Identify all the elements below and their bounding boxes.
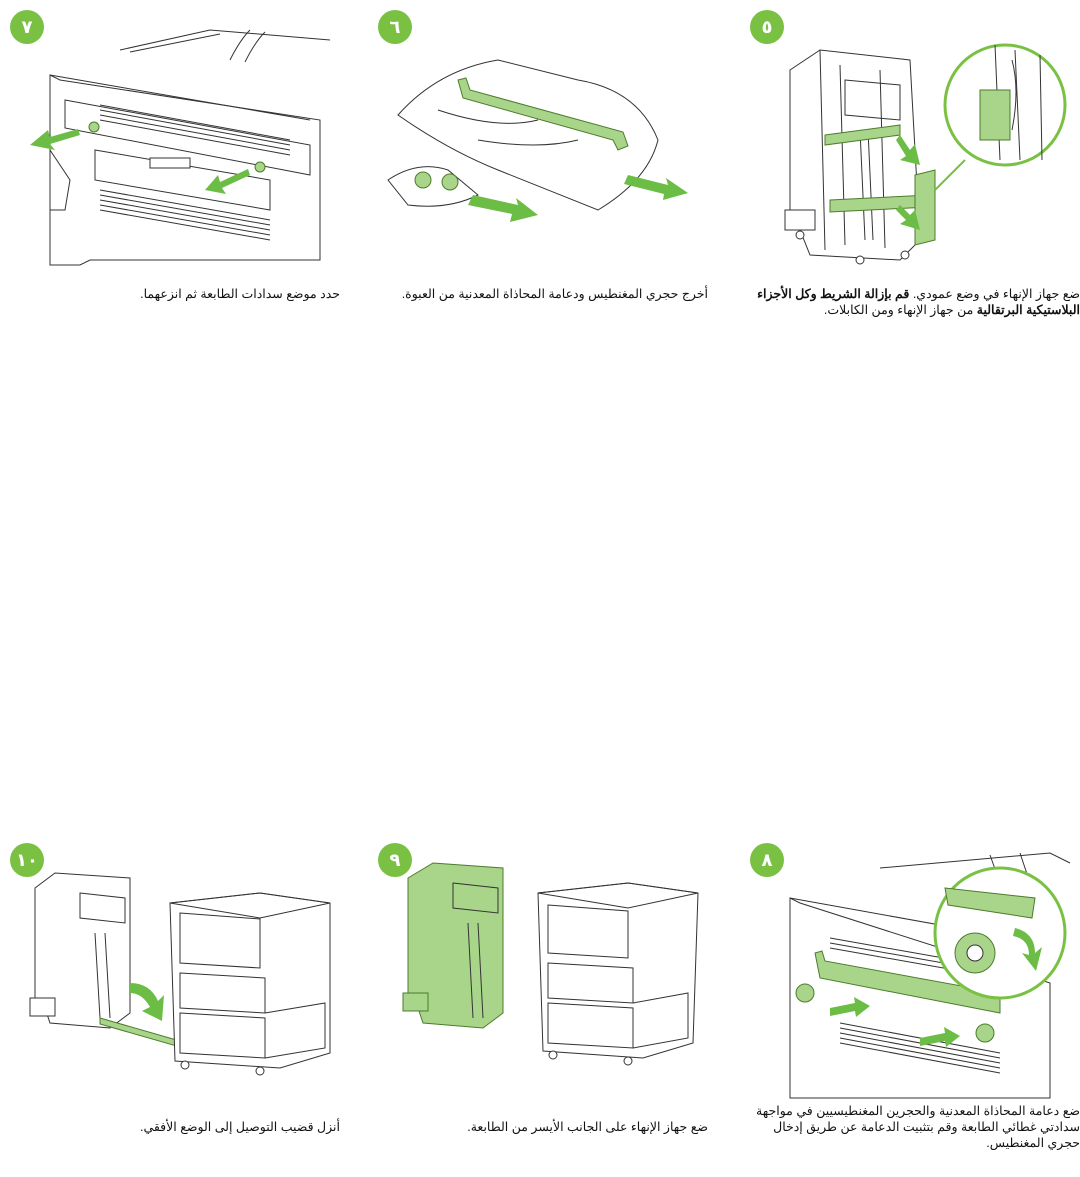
bridge-bar [99,1017,181,1048]
step-9-caption: ضع جهاز الإنهاء على الجانب الأيسر من الط… [467,1120,708,1134]
zoom-circle [933,866,1067,1000]
step-7-caption: حدد موضع سدادات الطابعة ثم انزعهما. [140,287,340,301]
arrow-down-icon [896,135,920,165]
magnet-bag [387,166,479,207]
arrow-left-icon-2 [205,169,250,194]
step-7-badge: ٧ [10,10,44,44]
finisher-upright-illustration [784,43,1067,265]
step-9-badge: ٩ [378,843,412,877]
printer-body [537,882,699,1059]
arrow-right-icon-2 [624,175,688,200]
left-plug [88,121,100,133]
step-8-badge: ٨ [750,843,784,877]
step-5-caption-text-1: ضع جهاز الإنهاء في وضع عمودي. [909,287,1080,301]
magnet-right [975,1023,995,1043]
step-6-badge: ٦ [378,10,412,44]
attach-bracket-illustration [789,852,1071,1099]
step-8-caption: ضع دعامة المحاذاة المعدنية والحجرين المغ… [756,1104,1080,1150]
lower-bridge-illustration [29,872,331,1076]
arrow-down-icon-2 [896,205,920,230]
step-10-badge: ١٠ [10,843,44,877]
alignment-bracket [457,77,629,151]
magnets-bracket-package-illustration [387,59,688,222]
step-10-caption: أنزل قضيب التوصيل إلى الوضع الأفقي. [139,1120,340,1134]
right-plug [254,161,266,173]
magnet-left [795,983,815,1003]
rotate-arrow-icon [1013,928,1042,971]
magnet-1 [414,171,432,189]
step-5-caption: ضع جهاز الإنهاء في وضع عمودي. قم بإزالة … [750,286,1080,318]
step-5-caption-bold: قم بإزالة الشريط وكل الأجزاء البلاستيكية… [757,287,1080,317]
rotate-arrow-icon [130,983,164,1021]
printer-body [169,892,331,1069]
magnet-2 [441,173,459,191]
step-5-caption-text-2: من جهاز الإنهاء ومن الكابلات. [823,303,977,317]
vent-slots [99,104,291,241]
arrow-right-icon-2 [920,1027,960,1047]
step-5-badge: ٥ [750,10,784,44]
arrow-left-icon [30,129,80,150]
orange-plastic [914,169,936,246]
printer-plugs-illustration [30,29,331,266]
place-finisher-illustration [402,862,699,1066]
orange-clip [979,89,1011,141]
arrow-right-icon [830,997,870,1017]
step-6-caption: أخرج حجري المغنطيس ودعامة المحاذاة المعد… [401,287,708,301]
printer-side [789,897,1051,1099]
arrow-right-icon [468,195,538,222]
